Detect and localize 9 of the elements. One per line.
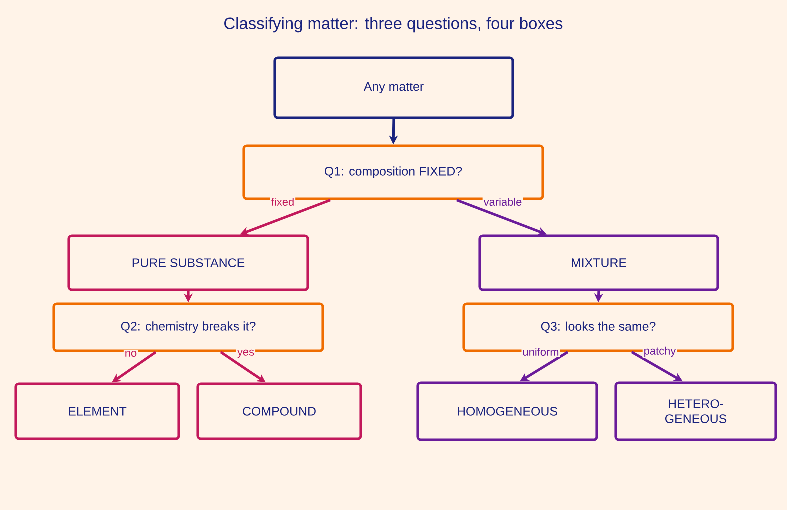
edge-label: uniform (522, 346, 560, 357)
category-box: MIXTURE (478, 234, 720, 292)
category-box: PURE SUBSTANCE (68, 234, 310, 292)
result-box: COMPOUND (196, 382, 362, 440)
start-box: Any matter (274, 56, 514, 120)
title: Classifying matter: three questions, four boxes (224, 17, 563, 33)
result-box: HOMOGENEOUS (416, 382, 598, 442)
result-box: HETERO- GENEOUS (614, 382, 778, 442)
result-box: ELEMENT (14, 382, 180, 440)
